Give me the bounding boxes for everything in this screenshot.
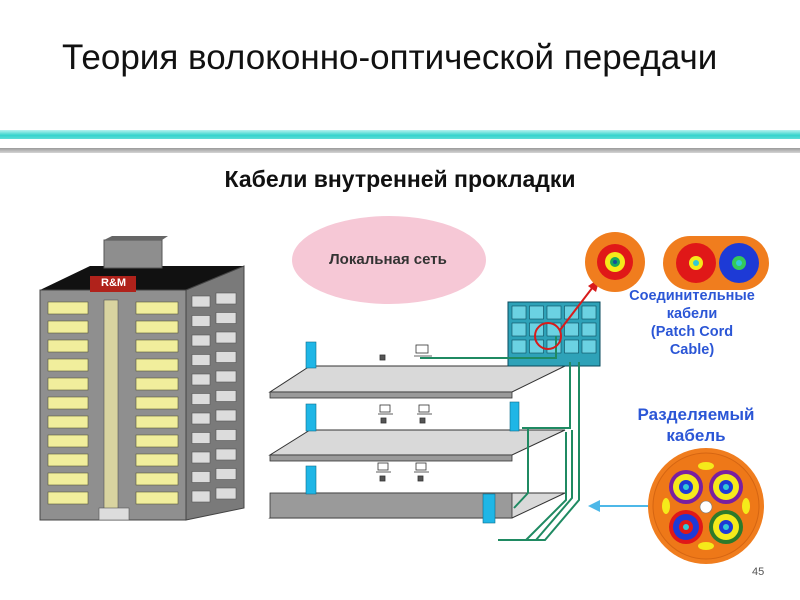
building-window [47, 434, 89, 448]
cabinet-panel [581, 305, 597, 320]
building-side-window [215, 351, 237, 363]
building-window [47, 377, 89, 391]
title-underline-teal [0, 130, 800, 139]
fiber-cables [420, 336, 580, 541]
building-side-window [191, 334, 211, 347]
floor-slab-top [268, 365, 566, 399]
building-window [47, 415, 89, 429]
building-side-window [215, 487, 237, 500]
building-side-window [215, 409, 237, 422]
building-side-window [215, 468, 237, 480]
patch-arrow [559, 282, 597, 331]
cabinet-panel [529, 305, 544, 320]
cabinet-panel [581, 339, 597, 354]
building-side-window [215, 390, 237, 402]
building-window [135, 415, 179, 429]
building-window [135, 339, 179, 353]
cabinet-panel [581, 322, 597, 337]
workstations [376, 344, 432, 482]
patch-cord-label: Соединительные кабели (Patch Cord Cable) [612, 287, 772, 360]
building-side-window [215, 448, 237, 461]
lan-label: Локальная сеть [329, 251, 447, 268]
cabinet-panel [564, 322, 579, 337]
patch-cord-line-3: (Patch Cord [650, 324, 734, 341]
cabinet-panel [511, 339, 527, 354]
cabinet-panel [546, 305, 562, 320]
building-window [135, 434, 179, 448]
building-side-window [191, 393, 211, 405]
building-window [47, 491, 89, 505]
title-underline-gray [0, 148, 800, 153]
patch-cord-line-1: Соединительные [629, 288, 755, 304]
building-window [47, 339, 89, 353]
breakout-cable-icon [648, 448, 764, 564]
building-window [47, 396, 89, 410]
building-side-window [191, 471, 211, 483]
building-side-window [215, 429, 237, 441]
building-window [135, 377, 179, 391]
building-window [135, 453, 179, 467]
patch-cord-line-2: кабели [666, 306, 718, 323]
floor-slabs [268, 365, 566, 519]
building-side-window [191, 412, 211, 425]
building-side-window [191, 315, 211, 327]
building-side-window [191, 490, 211, 503]
cabinet-panel [511, 305, 527, 320]
building-window [47, 453, 89, 467]
building-illustration [39, 236, 245, 521]
building-window [47, 301, 89, 315]
building-side-window [191, 295, 211, 308]
building-side-window [191, 432, 211, 444]
cabinet-panel [511, 322, 527, 337]
building-window [135, 301, 179, 315]
building-side-window [215, 312, 237, 324]
building-side-window [215, 370, 237, 383]
duplex-cable-icon [663, 236, 769, 290]
building-window [47, 358, 89, 372]
simplex-cable-icon [585, 232, 645, 292]
building-window [135, 491, 179, 505]
risers [305, 341, 520, 524]
building-side-window [191, 451, 211, 464]
building-side-window [215, 331, 237, 344]
lan-ellipse [292, 216, 486, 304]
building-side-window [191, 373, 211, 386]
brand-label: R&M [101, 277, 127, 289]
building-window [135, 396, 179, 410]
cabinet-panel [564, 339, 579, 354]
brand-sign [90, 276, 136, 292]
building-window [135, 358, 179, 372]
building-window [47, 472, 89, 486]
patch-cord-line-4: Cable) [669, 342, 715, 359]
breakout-line-1: Разделяемый [637, 405, 755, 424]
building-window [135, 320, 179, 334]
floor-slab-bottom [268, 492, 566, 519]
building-side-window [191, 354, 211, 366]
building-window [47, 320, 89, 334]
breakout-line-2: кабель [666, 426, 726, 446]
slide-title: Теория волоконно-оптической передачи [62, 38, 718, 77]
breakout-label: Разделяемый кабель [620, 404, 772, 447]
slide-subtitle: Кабели внутренней прокладки [224, 166, 576, 192]
server-cabinet [507, 301, 601, 367]
patch-point-marker [534, 322, 562, 350]
building-side-window [215, 292, 237, 305]
floor-slab-middle [268, 429, 566, 462]
building-window [135, 472, 179, 486]
page-number: 45 [752, 566, 765, 578]
